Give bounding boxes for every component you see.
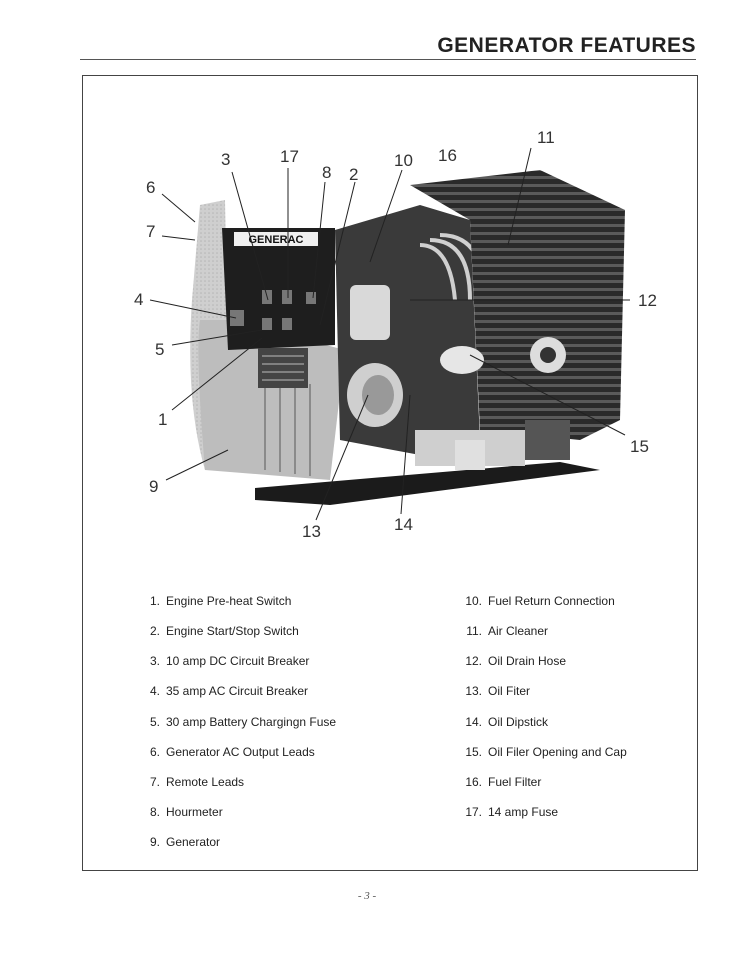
list-item: 9.Generator bbox=[149, 835, 221, 849]
content-frame bbox=[82, 75, 698, 871]
list-item: 8.Hourmeter bbox=[149, 805, 223, 819]
callout-16: 16 bbox=[438, 146, 457, 165]
list-item: 4.35 amp AC Circuit Breaker bbox=[149, 684, 309, 698]
callout-15: 15 bbox=[630, 437, 649, 456]
list-item: 14.Oil Dipstick bbox=[465, 715, 549, 729]
callout-12: 12 bbox=[638, 291, 657, 310]
control-panel bbox=[222, 228, 335, 350]
callout-10: 10 bbox=[394, 151, 413, 170]
page-title: GENERATOR FEATURES bbox=[437, 34, 696, 57]
list-item: 2.Engine Start/Stop Switch bbox=[149, 624, 299, 638]
list-item: 7.Remote Leads bbox=[149, 775, 245, 789]
oil-fill-cap bbox=[440, 346, 484, 374]
list-item: 5.30 amp Battery Chargingn Fuse bbox=[149, 715, 337, 729]
callout-11: 11 bbox=[537, 128, 555, 147]
air-cleaner bbox=[410, 170, 625, 440]
callout-9: 9 bbox=[149, 477, 159, 496]
brand-plate bbox=[234, 232, 318, 246]
list-item: 10.Fuel Return Connection bbox=[465, 594, 615, 608]
list-item: 13.Oil Fiter bbox=[465, 684, 530, 698]
list-item: 11.Air Cleaner bbox=[466, 624, 549, 638]
callout-leaders bbox=[149, 147, 630, 521]
callout-2: 2 bbox=[349, 165, 359, 184]
brand-plate-text: GENERAC bbox=[248, 234, 303, 246]
list-item: 3.10 amp DC Circuit Breaker bbox=[149, 654, 310, 668]
list-item: 15.Oil Filer Opening and Cap bbox=[465, 745, 627, 759]
callout-13: 13 bbox=[302, 522, 321, 541]
callout-3: 3 bbox=[221, 150, 231, 169]
generator-fins bbox=[264, 380, 311, 476]
fuel-filter bbox=[350, 285, 390, 340]
callout-5: 5 bbox=[155, 340, 165, 359]
generator-photo: GENERAC bbox=[149, 147, 630, 521]
list-item: 6.Generator AC Output Leads bbox=[149, 745, 315, 759]
list-item: 17.14 amp Fuse bbox=[465, 805, 559, 819]
callout-4: 4 bbox=[134, 290, 144, 309]
list-item: 12.Oil Drain Hose bbox=[465, 654, 567, 668]
callout-7: 7 bbox=[146, 222, 156, 241]
list-item: 16.Fuel Filter bbox=[465, 775, 542, 789]
callout-8: 8 bbox=[322, 163, 332, 182]
base-skid bbox=[255, 462, 600, 505]
callout-1: 1 bbox=[158, 410, 168, 429]
list-item: 1.Engine Pre-heat Switch bbox=[149, 594, 292, 608]
page-number: - 3 - bbox=[357, 890, 377, 902]
callout-14: 14 bbox=[394, 515, 413, 534]
callout-17: 17 bbox=[280, 147, 299, 166]
data-plate-lines bbox=[262, 355, 304, 381]
title-rule bbox=[80, 59, 696, 60]
data-plate bbox=[258, 348, 308, 388]
callout-6: 6 bbox=[146, 178, 156, 197]
